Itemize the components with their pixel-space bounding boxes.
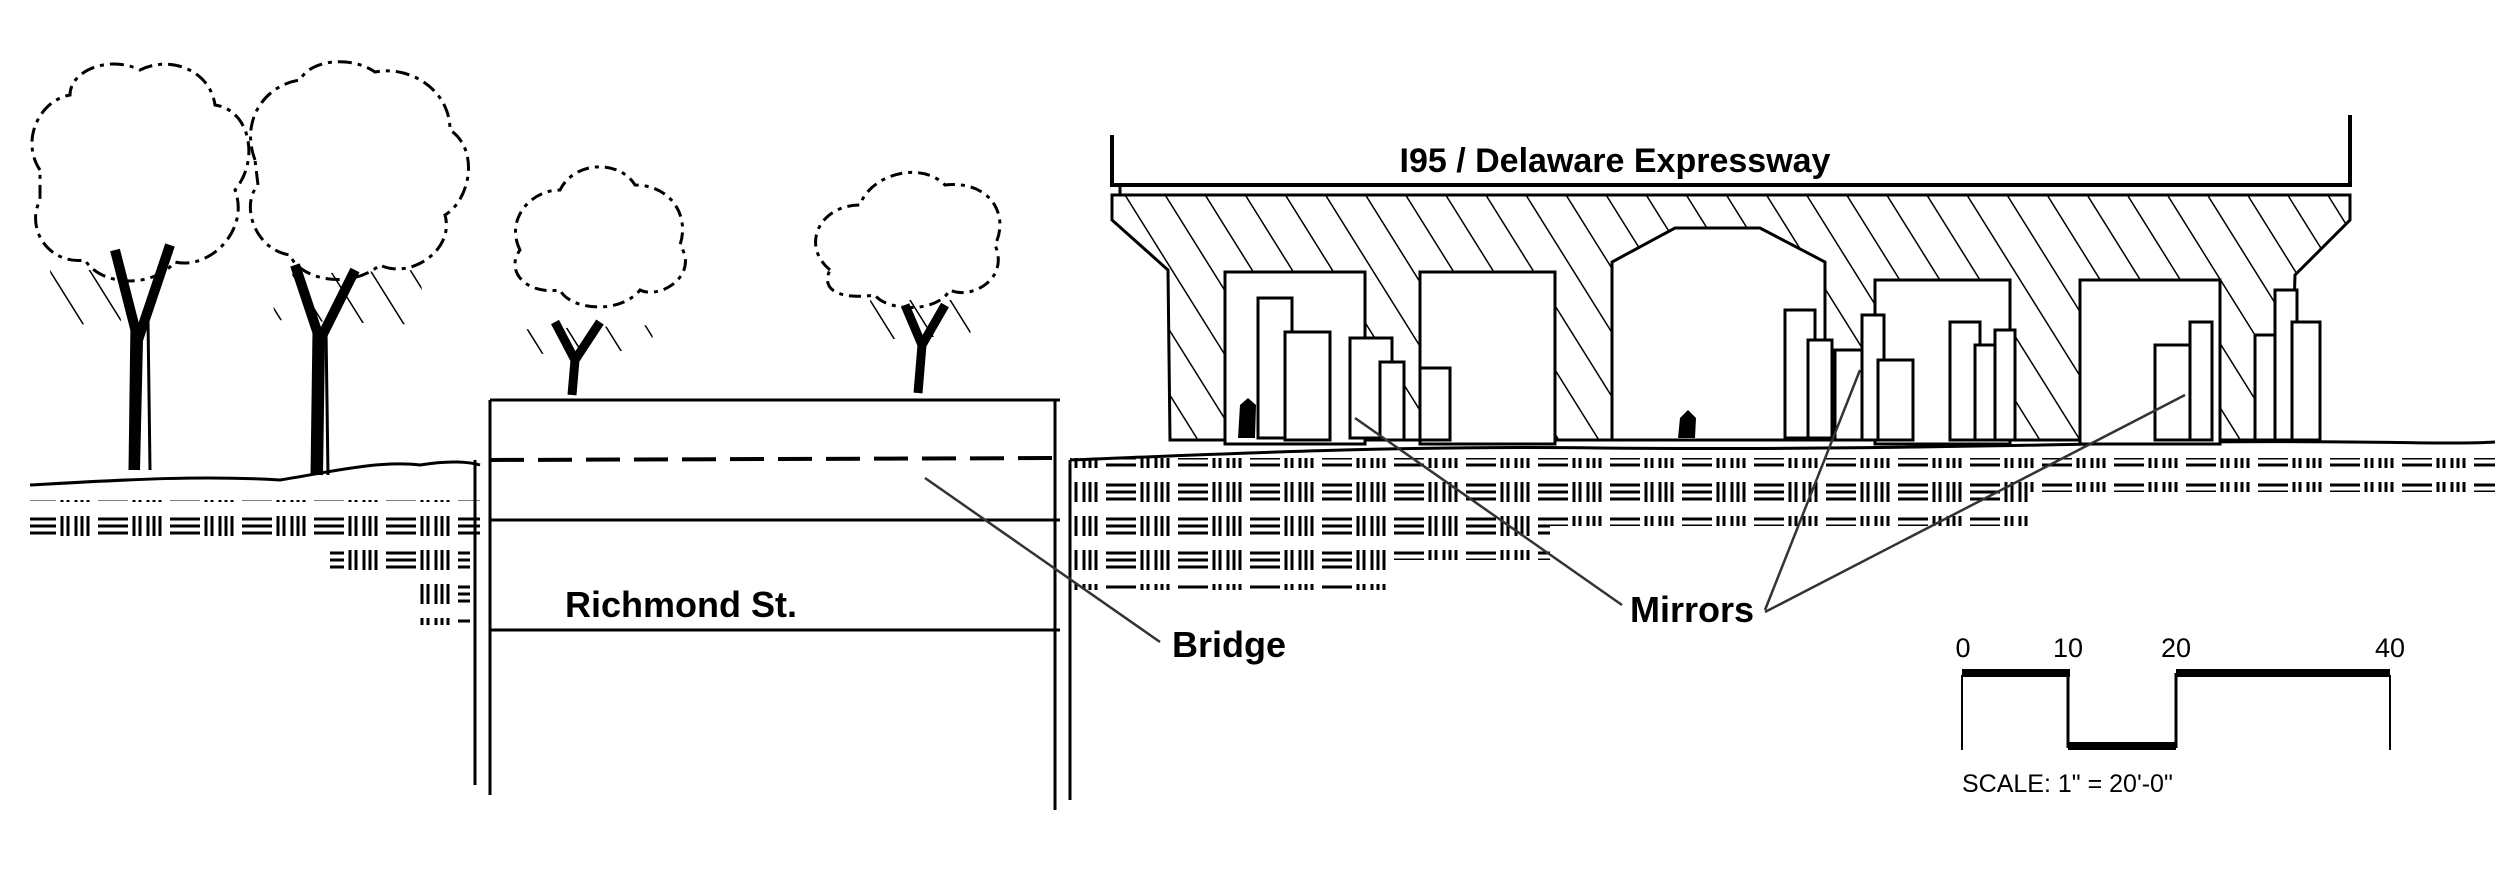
tree <box>814 170 1002 394</box>
scale-tick-label: 20 <box>2161 633 2191 663</box>
scale-bar: 0 10 20 40 SCALE: 1" = 20'-0" <box>1955 633 2405 798</box>
bridge <box>473 398 1072 810</box>
person-figure <box>1238 398 1256 438</box>
scale-tick-label: 40 <box>2375 633 2405 663</box>
tree <box>248 60 470 476</box>
highway-label: I95 / Delaware Expressway <box>1400 142 1831 180</box>
street-label: Richmond St. <box>565 584 797 625</box>
mirror-panels <box>1256 288 2322 442</box>
scale-tick-label: 10 <box>2053 633 2083 663</box>
mirrors-label: Mirrors <box>1630 589 1754 630</box>
person-figure <box>1678 410 1696 438</box>
tree <box>505 165 687 396</box>
scale-note: SCALE: 1" = 20'-0" <box>1962 770 2173 798</box>
bridge-label: Bridge <box>1172 624 1286 665</box>
leader-lines <box>924 369 2186 644</box>
tree <box>30 62 251 471</box>
scale-tick-label: 0 <box>1955 633 1970 663</box>
